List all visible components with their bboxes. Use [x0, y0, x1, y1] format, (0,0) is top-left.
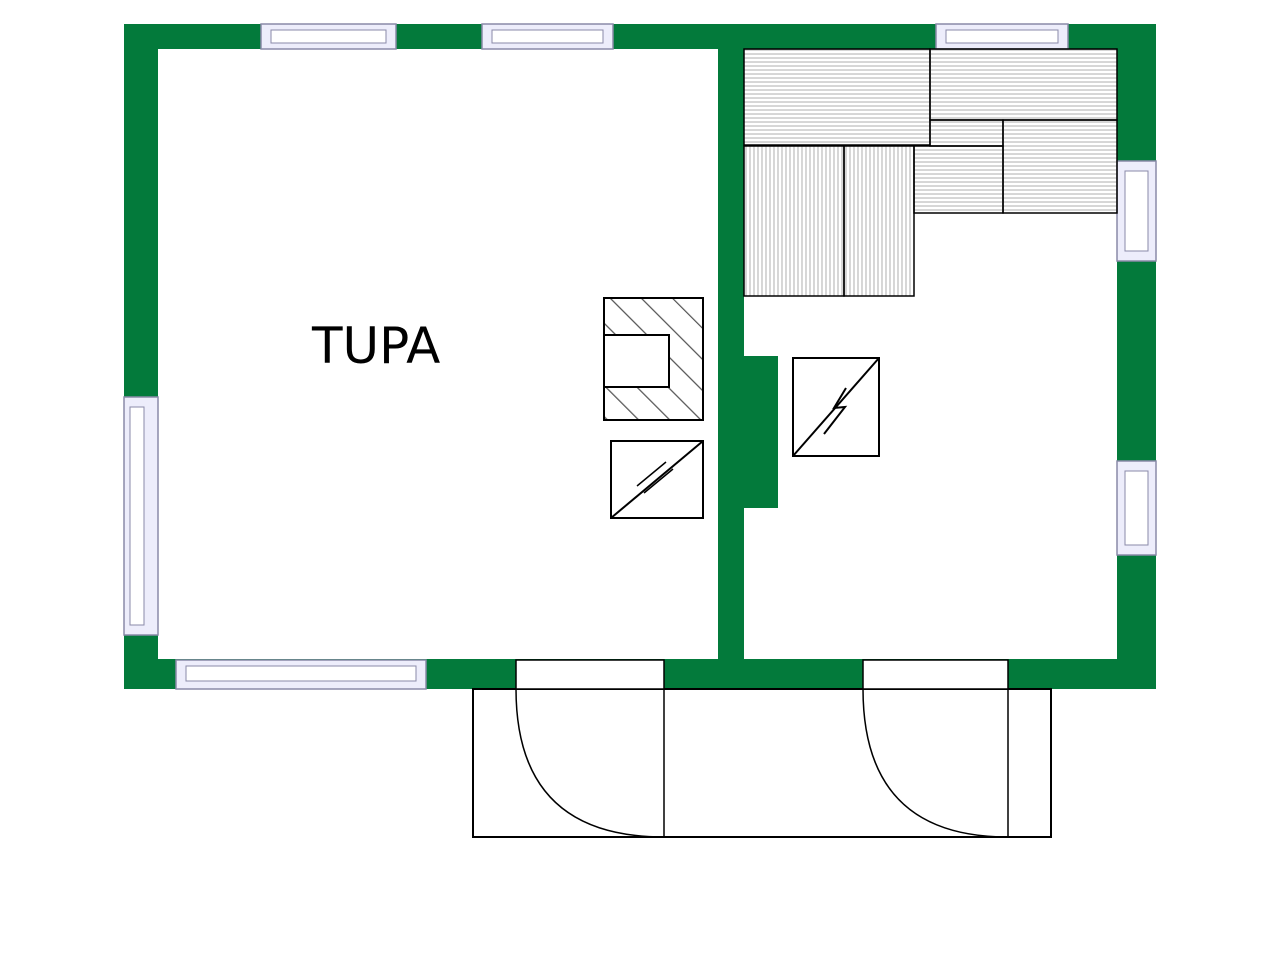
door-opening-right	[862, 659, 1009, 690]
porch	[472, 659, 1052, 838]
bench-top-right	[929, 48, 1118, 121]
door-opening-left	[515, 659, 665, 690]
window-left	[123, 396, 159, 636]
windows	[123, 23, 1157, 690]
door-swing-icon	[862, 688, 1009, 838]
window-right-1	[1116, 160, 1157, 262]
fireplace-icon	[603, 297, 704, 421]
window-top-2	[481, 23, 614, 50]
bench-middle-step	[913, 145, 1004, 214]
bench-lower-right	[843, 145, 915, 297]
window-top-1	[260, 23, 397, 50]
window-bottom	[175, 659, 427, 690]
sauna-heater-icon	[792, 357, 880, 457]
porch-outline	[472, 688, 1052, 838]
room-label-tupa: TUPA	[312, 317, 441, 375]
window-right-2	[1116, 460, 1157, 556]
bench-step-small	[929, 119, 1004, 147]
bench-right-upper	[1002, 119, 1118, 214]
sauna-benches	[743, 48, 1118, 297]
stove-wall-block	[744, 356, 778, 508]
bench-lower-left	[743, 145, 845, 297]
stove-icon	[610, 440, 704, 519]
window-top-3	[935, 23, 1069, 50]
door-swing-icon	[515, 688, 665, 838]
bench-top-left	[743, 48, 931, 146]
